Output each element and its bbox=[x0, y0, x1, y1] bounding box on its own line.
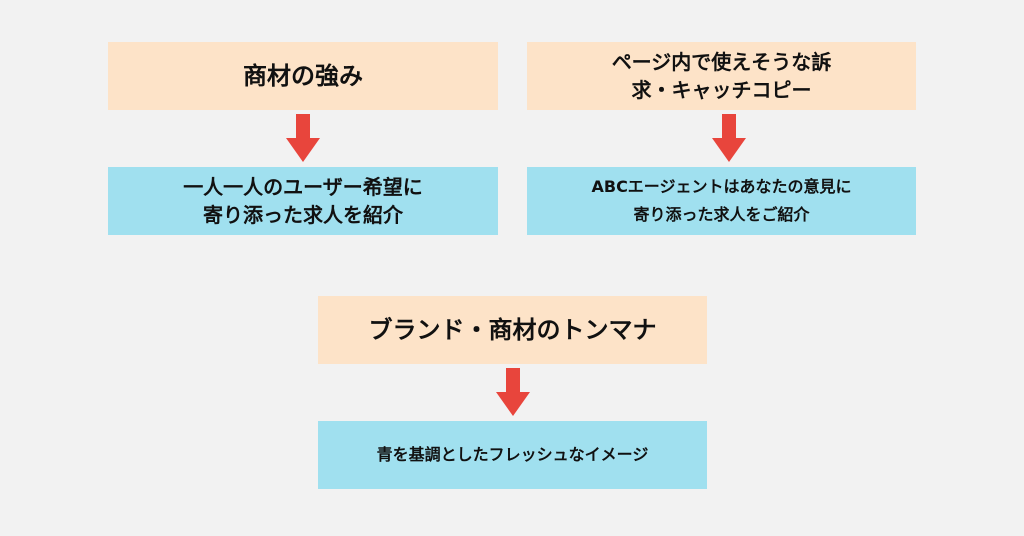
bottom-description-box: 青を基調としたフレッシュなイメージ bbox=[318, 421, 707, 489]
left-description: 一人一人のユーザー希望に 寄り添った求人を紹介 bbox=[183, 175, 423, 227]
left-title-box: 商材の強み bbox=[108, 42, 498, 110]
right-down-arrow-icon bbox=[712, 114, 746, 162]
bottom-title-box: ブランド・商材のトンマナ bbox=[318, 296, 707, 364]
bottom-down-arrow-icon bbox=[496, 368, 530, 416]
right-title: ページ内で使えそうな訴 求・キャッチコピー bbox=[611, 50, 832, 102]
left-description-box: 一人一人のユーザー希望に 寄り添った求人を紹介 bbox=[108, 167, 498, 235]
left-down-arrow-icon bbox=[286, 114, 320, 162]
right-description: ABCエージェントはあなたの意見に 寄り添った求人をご紹介 bbox=[591, 177, 852, 224]
right-description-box: ABCエージェントはあなたの意見に 寄り添った求人をご紹介 bbox=[527, 167, 916, 235]
bottom-title: ブランド・商材のトンマナ bbox=[368, 316, 657, 344]
right-title-box: ページ内で使えそうな訴 求・キャッチコピー bbox=[527, 42, 916, 110]
bottom-description: 青を基調としたフレッシュなイメージ bbox=[376, 445, 649, 464]
left-title: 商材の強み bbox=[243, 62, 363, 90]
